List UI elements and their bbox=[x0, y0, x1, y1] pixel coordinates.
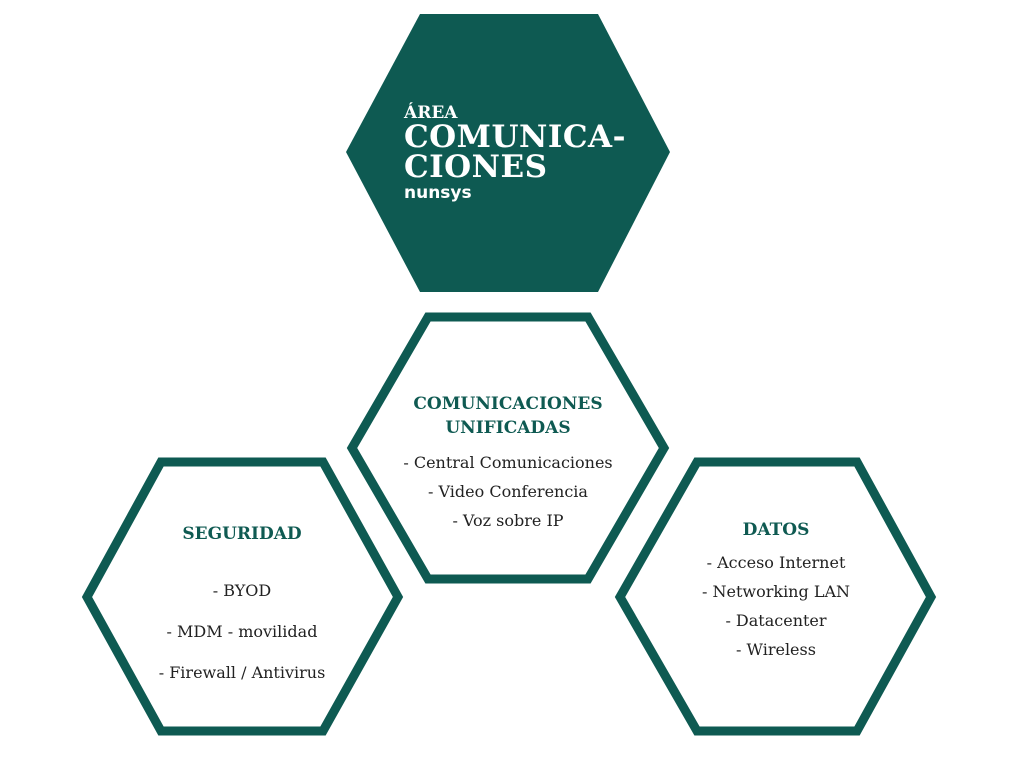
unified-communications-block: COMUNICACIONES UNIFICADAS - Central Comu… bbox=[358, 392, 658, 535]
main-title: ÁREA COMUNICA- CIONES nunsys bbox=[404, 104, 626, 204]
data-hexagon bbox=[614, 457, 937, 736]
list-item: - Datacenter bbox=[725, 611, 827, 630]
security-hexagon bbox=[81, 457, 404, 736]
main-title-line2: CIONES bbox=[404, 149, 548, 185]
unified-title-line2: UNIFICADAS bbox=[445, 418, 571, 438]
unified-title-line1: COMUNICACIONES bbox=[413, 394, 603, 414]
security-title: SEGURIDAD bbox=[182, 524, 302, 544]
list-item: - MDM - movilidad bbox=[166, 622, 318, 641]
data-title: DATOS bbox=[742, 520, 810, 540]
list-item: - Voz sobre IP bbox=[452, 511, 564, 530]
list-item: - Wireless bbox=[736, 640, 816, 659]
list-item: - Firewall / Antivirus bbox=[158, 663, 326, 682]
list-item: - Networking LAN bbox=[702, 582, 850, 601]
main-hexagon bbox=[346, 14, 670, 292]
brand-logo: nunsys bbox=[404, 183, 472, 203]
unified-communications-hexagon bbox=[346, 312, 670, 584]
list-item: - Video Conferencia bbox=[428, 482, 588, 501]
data-block: DATOS - Acceso Internet - Networking LAN… bbox=[626, 518, 926, 664]
list-item: - BYOD bbox=[212, 581, 272, 600]
security-block: SEGURIDAD - BYOD - MDM - movilidad - Fir… bbox=[92, 522, 392, 693]
main-area-label: ÁREA bbox=[404, 103, 458, 123]
list-item: - Central Comunicaciones bbox=[403, 453, 613, 472]
main-title-line1: COMUNICA- bbox=[404, 119, 626, 155]
list-item: - Acceso Internet bbox=[706, 553, 846, 572]
